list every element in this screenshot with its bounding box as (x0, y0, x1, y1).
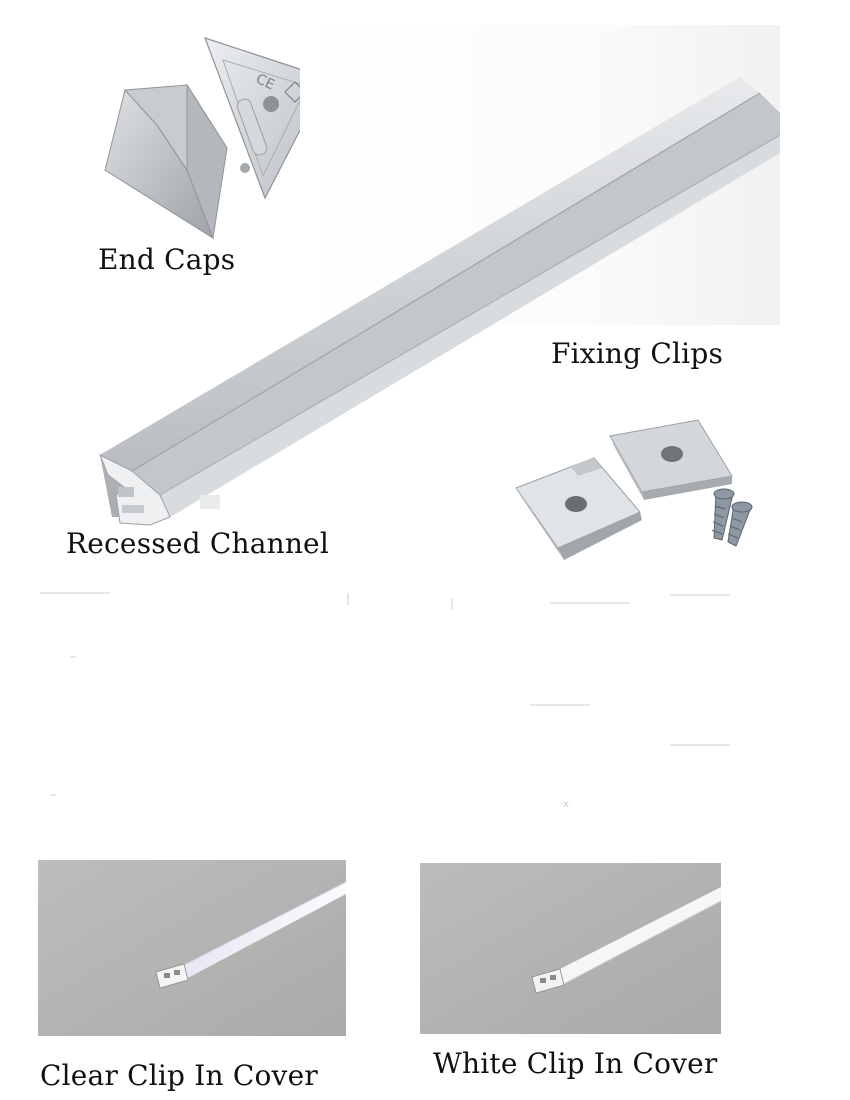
white-cover-image (420, 863, 721, 1034)
blank-artifact-area: ·x· (30, 585, 750, 815)
white-cover-label: White Clip In Cover (433, 1047, 718, 1080)
svg-text:CE: CE (253, 71, 277, 93)
fixing-clips-label: Fixing Clips (551, 337, 724, 370)
recessed-channel-label: Recessed Channel (66, 527, 329, 560)
clear-cover-label: Clear Clip In Cover (40, 1059, 318, 1092)
end-caps-label: End Caps (98, 243, 236, 276)
end-caps-image: CE (95, 30, 340, 240)
svg-text:·x·: ·x· (560, 799, 572, 810)
fixing-clips-image (510, 408, 775, 573)
recessed-channel-image (0, 25, 780, 530)
clear-cover-image (38, 860, 346, 1036)
